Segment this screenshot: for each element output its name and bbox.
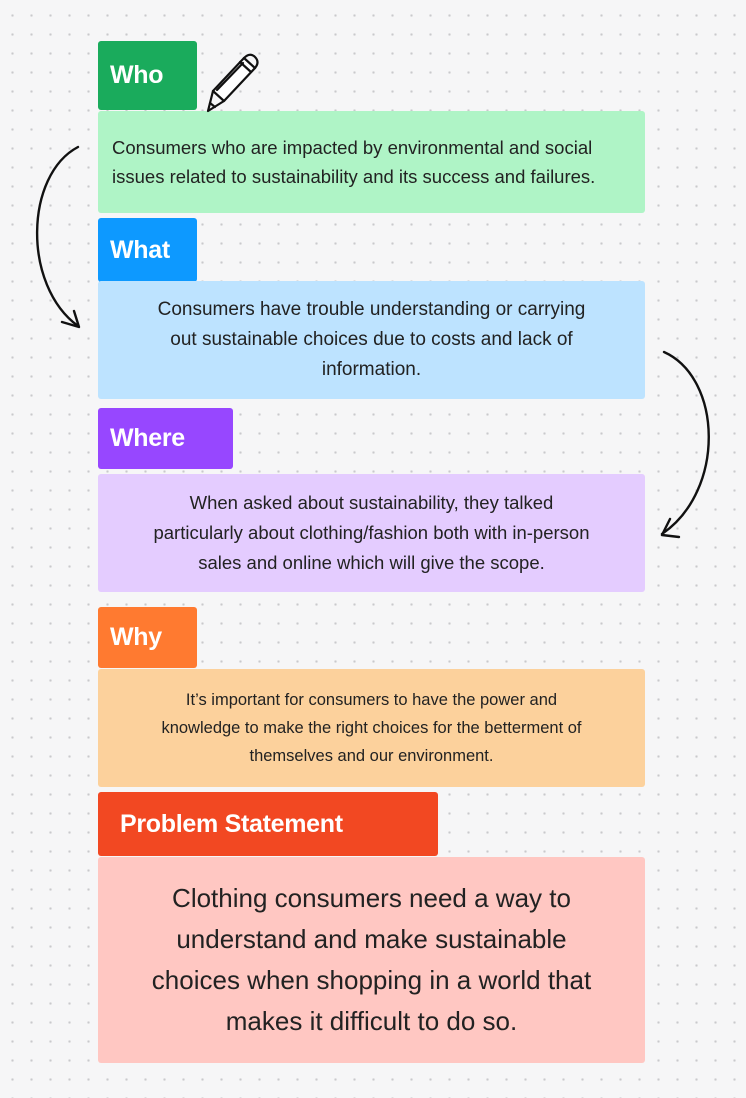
where-tag[interactable]: Where xyxy=(98,408,233,469)
problem-text-line: Clothing consumers need a way to xyxy=(172,883,571,913)
why-tag-label: Why xyxy=(110,623,162,651)
what-text-line: information. xyxy=(321,359,422,380)
who-text: Consumers who are impacted by environmen… xyxy=(112,133,595,191)
why-text-line: It’s important for consumers to have the… xyxy=(185,691,558,709)
what-text-line: out sustainable choices due to costs and… xyxy=(170,329,573,350)
what-sticky-note[interactable]: Consumers have trouble understanding or … xyxy=(98,281,645,399)
problem-statement-sticky-note[interactable]: Clothing consumers need a way to underst… xyxy=(98,857,645,1063)
why-text: It’s important for consumers to have the… xyxy=(161,686,581,770)
problem-statement-tag-label: Problem Statement xyxy=(120,809,343,838)
where-text-line: particularly about clothing/fashion both… xyxy=(153,522,590,543)
what-text-line: Consumers have trouble understanding or … xyxy=(157,299,586,320)
where-sticky-note[interactable]: When asked about sustainability, they ta… xyxy=(98,474,645,592)
problem-text-line: choices when shopping in a world that xyxy=(151,965,592,995)
why-text-line: themselves and our environment. xyxy=(249,747,494,765)
where-text-line: When asked about sustainability, they ta… xyxy=(189,492,554,513)
why-text-line: knowledge to make the right choices for … xyxy=(161,719,582,737)
what-text: Consumers have trouble understanding or … xyxy=(158,295,586,385)
where-text-line: sales and online which will give the sco… xyxy=(198,552,545,573)
pencil-icon[interactable] xyxy=(206,53,259,113)
what-tag[interactable]: What xyxy=(98,218,197,282)
why-sticky-note[interactable]: It’s important for consumers to have the… xyxy=(98,669,645,787)
curved-arrow-icon[interactable] xyxy=(660,350,710,539)
problem-statement-text: Clothing consumers need a way to underst… xyxy=(152,878,591,1042)
problem-text-line: understand and make sustainable xyxy=(176,924,567,954)
who-text-line: Consumers who are impacted by environmen… xyxy=(112,137,593,158)
problem-statement-tag[interactable]: Problem Statement xyxy=(98,792,438,856)
who-sticky-note[interactable]: Consumers who are impacted by environmen… xyxy=(98,111,645,213)
who-text-line: issues related to sustainability and its… xyxy=(112,166,596,187)
who-tag[interactable]: Who xyxy=(98,41,197,110)
who-tag-label: Who xyxy=(110,61,164,89)
problem-text-line: makes it difficult to do so. xyxy=(225,1006,518,1036)
what-tag-label: What xyxy=(110,235,170,264)
where-text: When asked about sustainability, they ta… xyxy=(153,488,589,578)
curved-arrow-icon[interactable] xyxy=(35,145,81,329)
where-tag-label: Where xyxy=(110,424,185,452)
why-tag[interactable]: Why xyxy=(98,607,197,668)
